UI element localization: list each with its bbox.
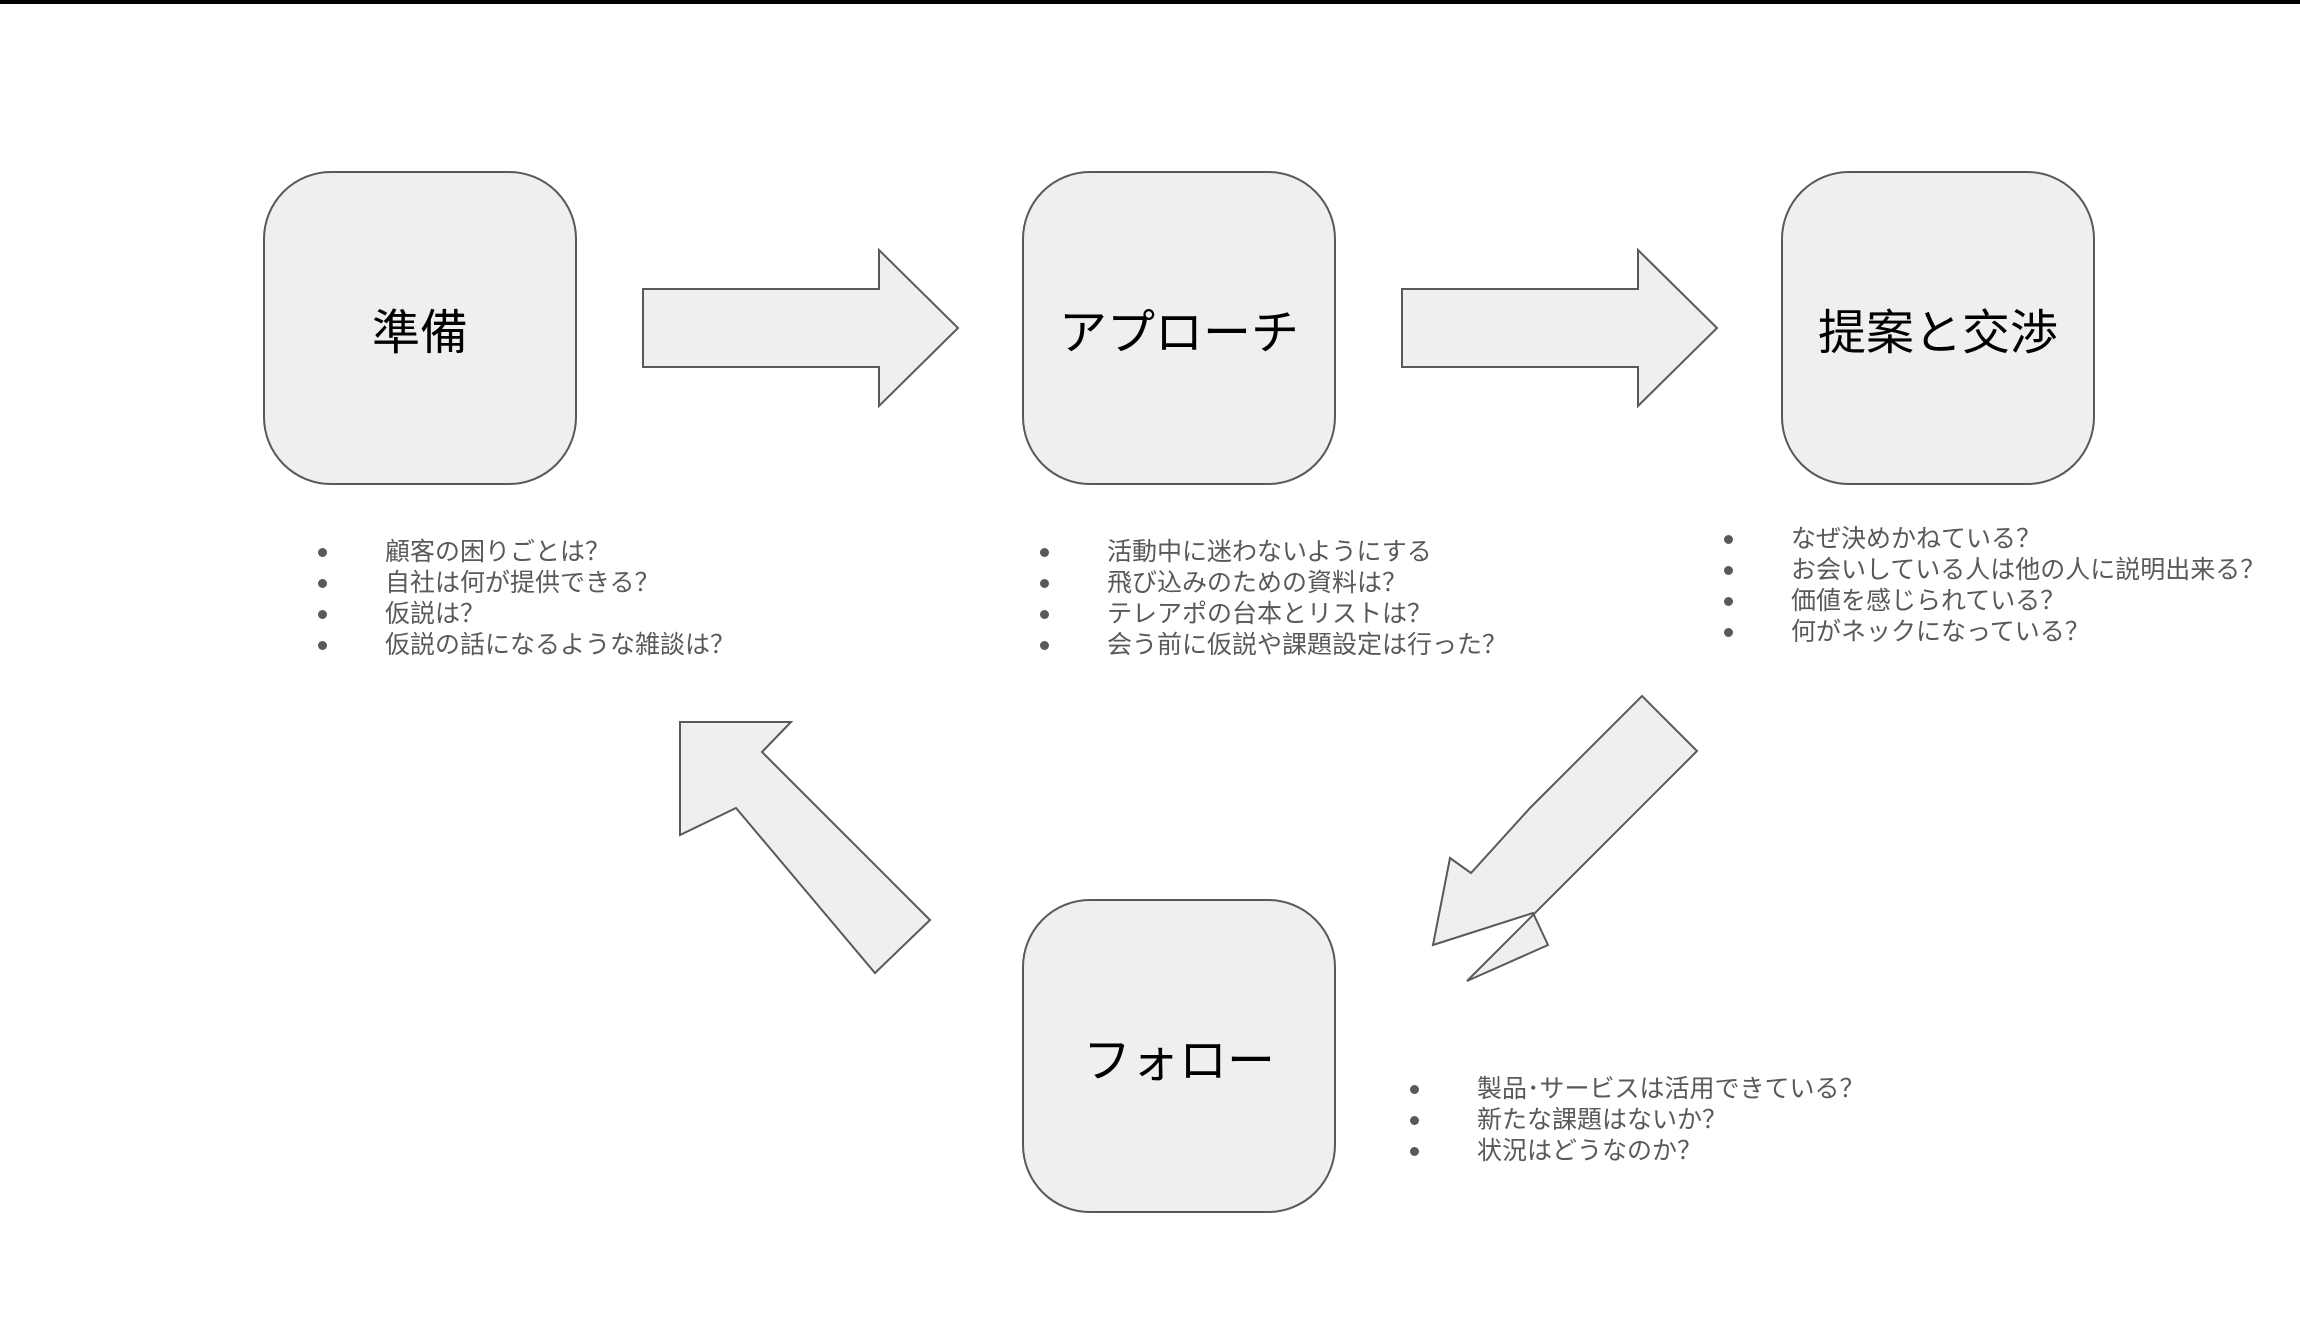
note-item: 何がネックになっている？	[1716, 616, 2265, 647]
note-item: 仮説は？	[310, 598, 735, 629]
notes-list-prepare: 顧客の困りごとは？ 自社は何が提供できる？ 仮説は？ 仮説の話になるような雑談は…	[310, 536, 735, 660]
notes-list-approach: 活動中に迷わないようにする 飛び込みのための資料は？ テレアポの台本とリストは？…	[1032, 536, 1507, 660]
stage-box-prepare: 準備	[263, 171, 577, 485]
note-item: 自社は何が提供できる？	[310, 567, 735, 598]
notes-list-follow: 製品･サービスは活用できている？ 新たな課題はないか？ 状況はどうなのか？	[1402, 1073, 1865, 1166]
stage-box-proposal: 提案と交渉	[1781, 171, 2095, 485]
stage-label-approach: アプローチ	[1058, 305, 1299, 361]
stage-box-follow: フォロー	[1022, 899, 1336, 1213]
arrow-down-left-icon-proposal-to-follow	[1431, 694, 1699, 982]
note-item: なぜ決めかねている？	[1716, 523, 2265, 554]
stage-label-prepare: 準備	[371, 305, 468, 361]
note-item: 活動中に迷わないようにする	[1032, 536, 1507, 567]
stage-box-approach: アプローチ	[1022, 171, 1336, 485]
stage-label-follow: フォロー	[1082, 1033, 1275, 1089]
notes-list-proposal: なぜ決めかねている？ お会いしている人は他の人に説明出来る？ 価値を感じられてい…	[1716, 523, 2265, 647]
note-item: 状況はどうなのか？	[1402, 1135, 1865, 1166]
note-item: 会う前に仮説や課題設定は行った？	[1032, 629, 1507, 660]
note-item: 顧客の困りごとは？	[310, 536, 735, 567]
note-item: 価値を感じられている？	[1716, 585, 2265, 616]
top-border	[0, 0, 2300, 4]
note-item: お会いしている人は他の人に説明出来る？	[1716, 554, 2265, 585]
arrow-right-icon-approach-to-proposal	[1401, 247, 1719, 409]
note-item: テレアポの台本とリストは？	[1032, 598, 1507, 629]
note-item: 飛び込みのための資料は？	[1032, 567, 1507, 598]
arrow-right-icon-prepare-to-approach	[642, 247, 960, 409]
stage-label-proposal: 提案と交渉	[1817, 305, 2058, 361]
note-item: 新たな課題はないか？	[1402, 1104, 1865, 1135]
note-item: 製品･サービスは活用できている？	[1402, 1073, 1865, 1104]
note-item: 仮説の話になるような雑談は？	[310, 629, 735, 660]
arrow-up-left-icon-follow-to-prepare	[679, 721, 932, 975]
